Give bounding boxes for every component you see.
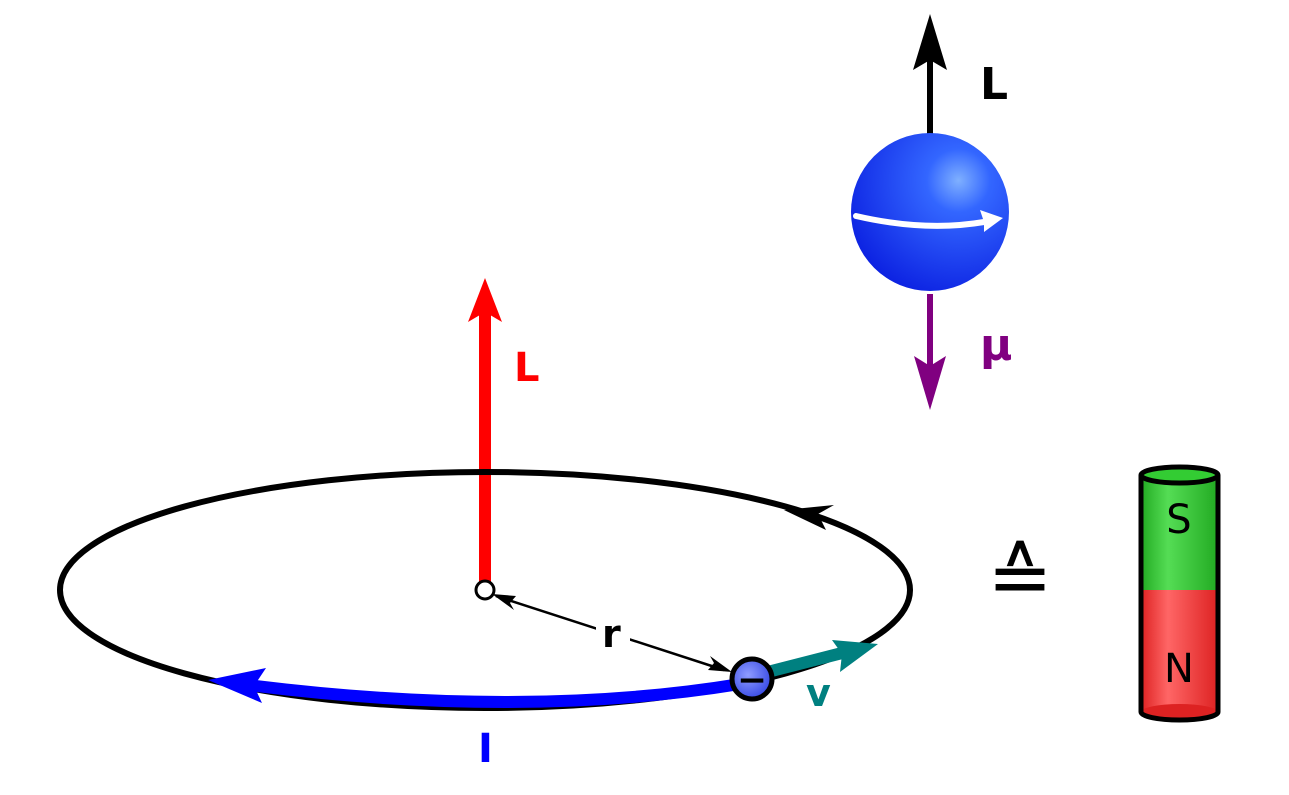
orbit-ellipse: [57, 469, 913, 711]
current-arrow: [208, 668, 741, 708]
spin-particle-group: L μ: [851, 14, 1012, 410]
radius-label-background: [596, 614, 630, 654]
bar-magnet: S N: [1138, 464, 1221, 723]
orbital-angular-momentum-label: L: [514, 345, 540, 391]
velocity-label: v: [806, 671, 831, 715]
electron: −: [729, 656, 775, 702]
orbit-direction-arrowhead: [784, 505, 834, 530]
spin-angular-momentum-label: L: [980, 59, 1008, 110]
electron-sign: −: [737, 660, 767, 701]
magnetic-moment-arrow: [914, 294, 946, 410]
magnet-north-pole: [1141, 590, 1218, 712]
radius-label: r: [602, 612, 621, 656]
magnet-top-cap: [1138, 464, 1221, 486]
orbit-center-point: [474, 579, 496, 601]
spin-rotation-arrow: [853, 210, 1003, 232]
magnet-south-label: S: [1166, 497, 1191, 543]
magnet-north-label: N: [1164, 646, 1194, 692]
magnet-south-pole: [1141, 475, 1218, 590]
magnetic-moment-label: μ: [980, 320, 1012, 371]
orbital-angular-momentum-arrow: [468, 278, 502, 586]
orbit-group: L I r v −: [57, 278, 913, 772]
spinning-sphere: [851, 133, 1009, 291]
correspondence-symbol: ≙: [987, 533, 1052, 623]
current-label: I: [478, 726, 493, 772]
